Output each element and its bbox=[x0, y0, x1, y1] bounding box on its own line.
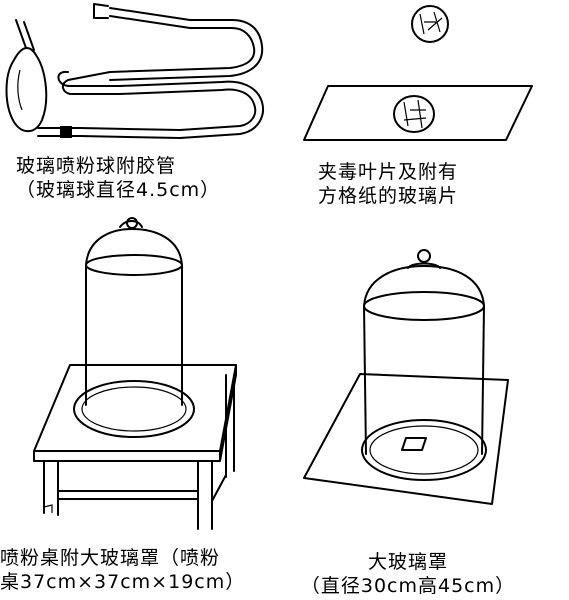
caption-large-bell-line2: （直径30cm高45cm） bbox=[300, 575, 516, 597]
leaf-slide-illustration bbox=[303, 5, 533, 141]
caption-sprayer: 玻璃喷粉球附胶管 （玻璃球直径4.5cm） bbox=[16, 154, 220, 202]
spray-table-bell-jar-illustration bbox=[33, 217, 237, 530]
caption-large-bell: 大玻璃罩 （直径30cm高45cm） bbox=[288, 550, 528, 598]
caption-table-line2: 桌37cm×37cm×19cm） bbox=[0, 571, 246, 593]
caption-sprayer-line1: 玻璃喷粉球附胶管 bbox=[16, 155, 177, 177]
caption-table: 喷粉桌附大玻璃罩（喷粉 桌37cm×37cm×19cm） bbox=[0, 546, 245, 594]
caption-table-line1: 喷粉桌附大玻璃罩（喷粉 bbox=[0, 547, 221, 569]
caption-large-bell-line1: 大玻璃罩 bbox=[367, 551, 448, 573]
large-bell-jar-illustration bbox=[303, 249, 509, 505]
caption-slide-line2: 方格纸的玻璃片 bbox=[318, 185, 459, 207]
caption-slide: 夹毒叶片及附有 方格纸的玻璃片 bbox=[318, 160, 458, 208]
caption-slide-line1: 夹毒叶片及附有 bbox=[318, 161, 459, 183]
sprayer-bulb-illustration bbox=[5, 3, 264, 139]
caption-sprayer-line2: （玻璃球直径4.5cm） bbox=[16, 179, 221, 201]
